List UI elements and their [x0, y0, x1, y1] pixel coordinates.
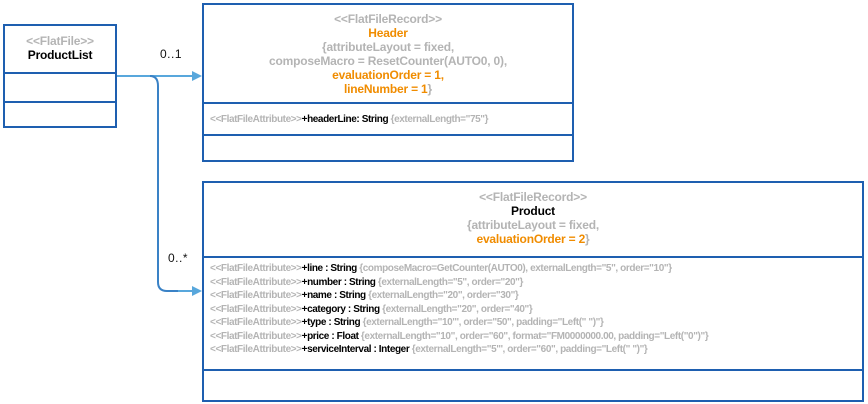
header-name: Header	[368, 26, 408, 40]
header-props-line4-text: lineNumber = 1	[343, 82, 428, 96]
attribute-row[interactable]: <<FlatFileAttribute>>+headerLine: String…	[210, 113, 572, 127]
attribute-props: {externalLength="20", order="40"}	[382, 303, 533, 315]
arrowhead-header-icon	[192, 71, 202, 81]
attribute-signature: +serviceInterval : Integer	[301, 344, 412, 355]
multiplicity-product[interactable]: 0..*	[168, 251, 189, 265]
attribute-stereotype: <<FlatFileAttribute>>	[210, 317, 302, 328]
product-stereotype: <<FlatFileRecord>>	[479, 190, 587, 204]
header-props-line4: lineNumber = 1}	[204, 82, 572, 96]
attribute-row[interactable]: <<FlatFileAttribute>>+name : String {ext…	[210, 289, 862, 303]
association-line-product[interactable]	[149, 75, 186, 292]
attribute-signature: +name : String	[301, 290, 369, 301]
header-props-line2: composeMacro = ResetCounter(AUTO0, 0),	[269, 54, 507, 68]
product-operations-compartment[interactable]	[204, 369, 862, 400]
productlist-stereotype: <<FlatFile>>	[26, 34, 94, 48]
attribute-signature: +type : String	[301, 317, 363, 328]
attribute-signature: +line : String	[301, 263, 360, 274]
attribute-row[interactable]: <<FlatFileAttribute>>+line : String {com…	[210, 262, 862, 276]
attribute-props: {externalLength="5", order="20"}	[377, 276, 524, 288]
productlist-operations-compartment[interactable]	[5, 101, 115, 126]
attribute-stereotype: <<FlatFileAttribute>>	[210, 303, 302, 315]
attribute-row[interactable]: <<FlatFileAttribute>>+type : String {ext…	[210, 316, 862, 330]
attribute-props: {composeMacro=GetCounter(AUTO0), externa…	[359, 263, 672, 274]
attribute-signature: +price : Float	[301, 330, 361, 342]
header-stereotype: <<FlatFileRecord>>	[334, 12, 442, 26]
productlist-title-compartment[interactable]: <<FlatFile>> ProductList	[5, 26, 115, 72]
attribute-props: {externalLength="75"}	[390, 114, 489, 125]
attribute-row[interactable]: <<FlatFileAttribute>>+category : String …	[210, 303, 862, 317]
class-box-productlist[interactable]: <<FlatFile>> ProductList	[3, 24, 117, 128]
attribute-row[interactable]: <<FlatFileAttribute>>+price : Float {ext…	[210, 330, 862, 344]
attribute-stereotype: <<FlatFileAttribute>>	[210, 344, 302, 355]
header-props-line1: {attributeLayout = fixed,	[321, 40, 455, 54]
product-props-close-brace: }	[585, 232, 590, 246]
attribute-props: {externalLength="10", order="60", format…	[360, 330, 709, 342]
header-attributes-compartment[interactable]: <<FlatFileAttribute>>+headerLine: String…	[204, 102, 572, 134]
productlist-attributes-compartment[interactable]	[5, 72, 115, 101]
product-attributes-compartment[interactable]: <<FlatFileAttribute>>+line : String {com…	[204, 256, 862, 369]
class-box-header[interactable]: <<FlatFileRecord>> Header {attributeLayo…	[202, 3, 574, 162]
header-operations-compartment[interactable]	[204, 134, 572, 160]
attribute-stereotype: <<FlatFileAttribute>>	[210, 330, 302, 342]
product-name: Product	[511, 204, 555, 218]
multiplicity-header[interactable]: 0..1	[160, 47, 183, 61]
product-title-compartment[interactable]: <<FlatFileRecord>> Product {attributeLay…	[204, 183, 862, 256]
product-props-line2: evaluationOrder = 2}	[204, 232, 862, 246]
attribute-stereotype: <<FlatFileAttribute>>	[210, 290, 302, 301]
header-title-compartment[interactable]: <<FlatFileRecord>> Header {attributeLayo…	[204, 5, 572, 102]
attribute-stereotype: <<FlatFileAttribute>>	[210, 263, 302, 274]
class-box-product[interactable]: <<FlatFileRecord>> Product {attributeLay…	[202, 181, 864, 402]
attribute-signature: +number : String	[301, 276, 378, 288]
header-props-close-brace: }	[427, 82, 433, 96]
attribute-stereotype: <<FlatFileAttribute>>	[210, 114, 302, 125]
attribute-row[interactable]: <<FlatFileAttribute>>+serviceInterval : …	[210, 343, 862, 357]
product-props-line1: {attributeLayout = fixed,	[466, 218, 600, 232]
attribute-stereotype: <<FlatFileAttribute>>	[210, 276, 302, 288]
attribute-props: {externalLength="5"', order="60", paddin…	[411, 344, 648, 355]
product-props-line2-text: evaluationOrder = 2	[476, 232, 586, 246]
attribute-props: {externalLength="20", order="30"}	[368, 290, 519, 301]
attribute-signature: +headerLine: String	[301, 114, 391, 125]
attribute-signature: +category : String	[301, 303, 383, 315]
arrowhead-product-icon	[192, 286, 202, 296]
attribute-props: {externalLength="10"', order="50", paddi…	[362, 317, 604, 328]
productlist-name: ProductList	[27, 48, 93, 62]
header-props-line3: evaluationOrder = 1,	[332, 68, 444, 82]
attribute-row[interactable]: <<FlatFileAttribute>>+number : String {e…	[210, 276, 862, 290]
